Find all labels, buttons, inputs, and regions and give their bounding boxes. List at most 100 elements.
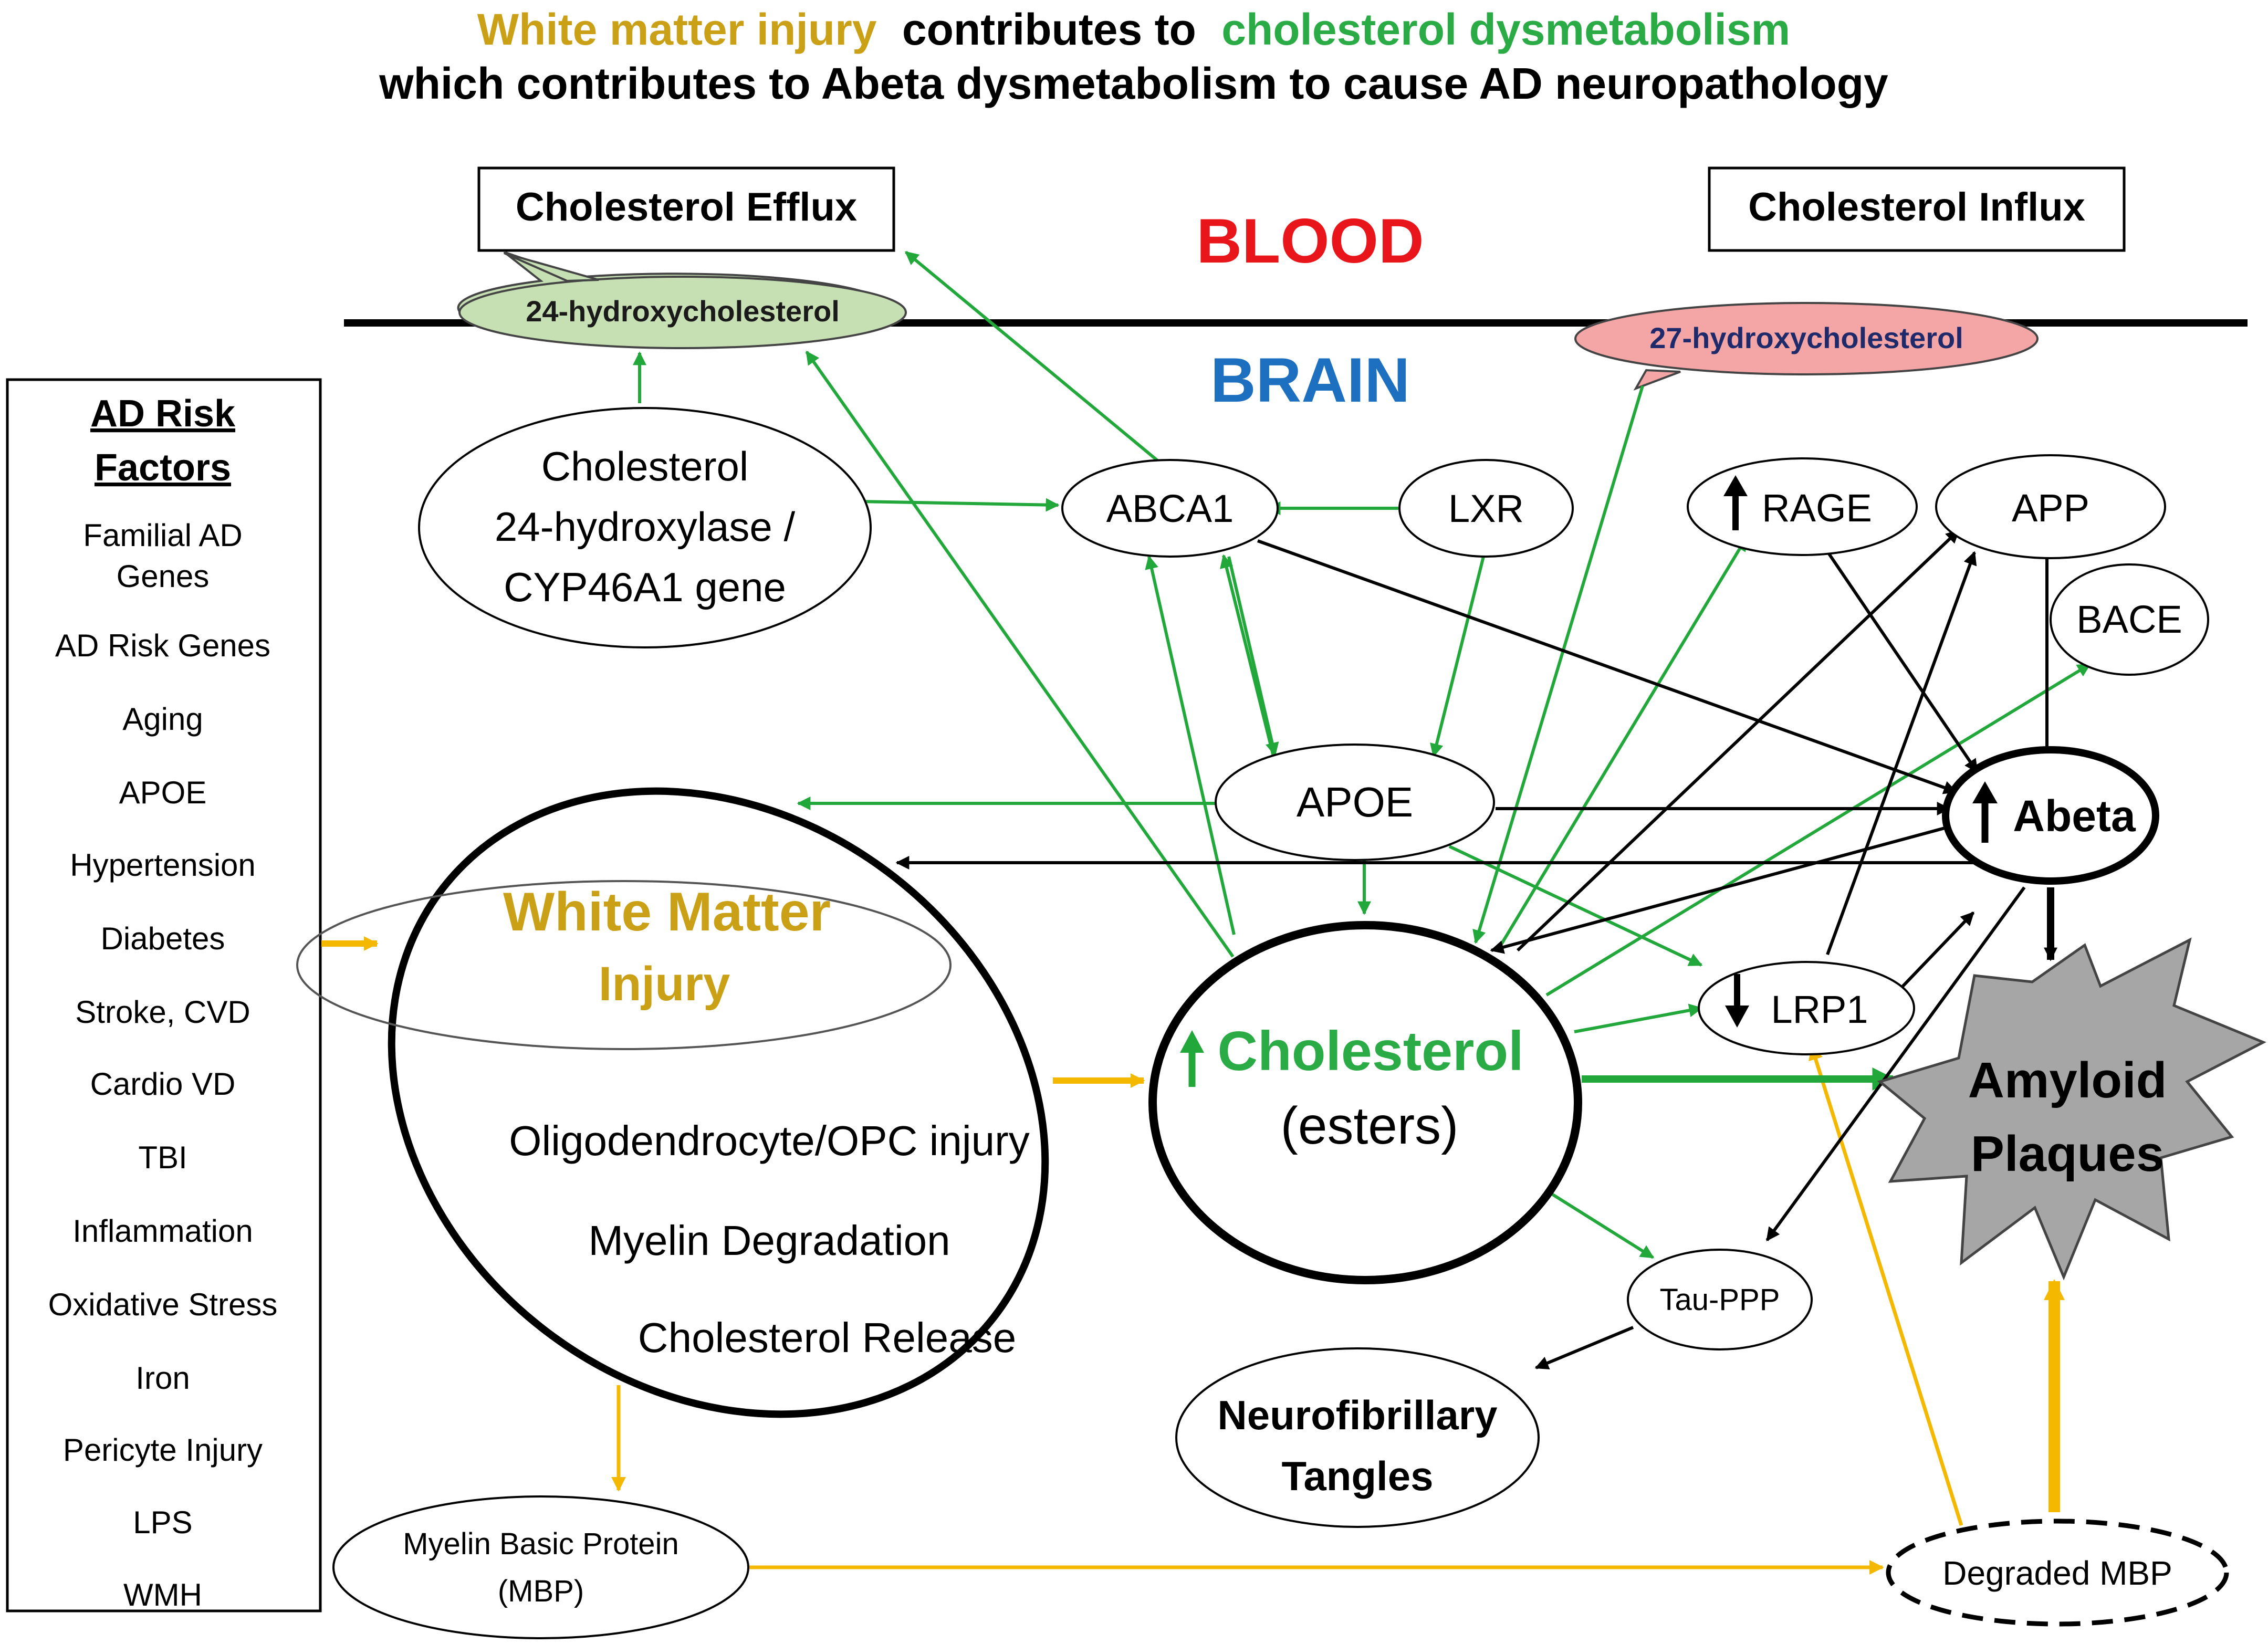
node-cyp46a1-line-1: Cholesterol: [541, 443, 749, 489]
node-app: [1935, 454, 2166, 559]
arrow-abeta-to-cholesterol: [1490, 820, 1969, 954]
node-degraded-mbp-label: Degraded MBP: [1942, 1554, 2172, 1592]
arrow-lxr-to-apoe: [1430, 556, 1485, 758]
node-amyloid-line-1: Amyloid: [1968, 1052, 2167, 1108]
node-rage-label: RAGE: [1762, 486, 1872, 530]
white-matter-subtitle: Injury: [599, 957, 730, 1011]
node-mbp-line-2: (MBP): [498, 1574, 584, 1608]
risk-factor-item: APOE: [119, 775, 207, 810]
risk-factor-item: Cardio VD: [90, 1066, 236, 1102]
node-cyp46a1-line-2: 24-hydroxylase /: [495, 504, 796, 550]
risk-factor-item: Inflammation: [72, 1213, 253, 1249]
hydroxycholesterol-24-callout-body: [458, 276, 907, 349]
node-apoe: [1215, 744, 1495, 861]
node-lxr: [1398, 459, 1574, 558]
risk-factor-item: Familial AD: [83, 518, 242, 553]
down-arrow-icon: [1725, 974, 1749, 1028]
risk-factor-item: TBI: [138, 1140, 187, 1175]
node-cholesterol-label: Cholesterol: [1217, 1020, 1523, 1082]
hydroxycholesterol-24-label: 24-hydroxycholesterol: [526, 295, 840, 328]
hydroxycholesterol-27-callout-body: [1574, 302, 2039, 375]
node-tangles-line-2: Tangles: [1282, 1453, 1434, 1499]
node-amyloid-line-2: Plaques: [1971, 1126, 2164, 1182]
risk-factor-item: Iron: [135, 1360, 190, 1396]
node-lrp1-label: LRP1: [1771, 988, 1868, 1031]
node-abca1: [1061, 459, 1279, 558]
node-abca1-label: ABCA1: [1106, 487, 1234, 530]
hydroxycholesterol-27-callout-tail: [1633, 369, 1681, 391]
risk-factors-heading-line-1: AD Risk: [90, 393, 236, 435]
hydroxycholesterol-24-callout-tail: [504, 252, 599, 282]
arrow-apoe-to-abca1: [1220, 554, 1275, 757]
arrow-cholesterol-to-24oh: [805, 350, 1235, 958]
node-myelin-basic-protein: [332, 1495, 749, 1639]
risk-factors-box: [6, 378, 322, 1612]
node-lxr-label: LXR: [1448, 487, 1524, 530]
node-app-label: APP: [2012, 486, 2089, 530]
node-bace: [2050, 563, 2209, 676]
risk-factor-item: Oxidative Stress: [48, 1287, 278, 1322]
risk-factor-item: Aging: [122, 701, 203, 737]
node-neurofibrillary-tangles: [1175, 1347, 1540, 1528]
arrow-abeta-to-tau: [1765, 886, 2026, 1242]
brain-label: BRAIN: [1210, 345, 1410, 415]
arrow-cholesterol-to-rage: [1498, 537, 1748, 949]
arrow-cholesterol-to-tau: [1535, 1182, 1655, 1259]
risk-factor-item: AD Risk Genes: [55, 628, 270, 663]
risk-factor-item: LPS: [133, 1505, 192, 1540]
node-mbp-line-1: Myelin Basic Protein: [403, 1527, 678, 1561]
risk-factor-item: Pericyte Injury: [63, 1432, 263, 1468]
node-cholesterol: [1148, 921, 1582, 1284]
up-arrow-icon: [1180, 1030, 1204, 1087]
node-tau-ppp-label: Tau-PPP: [1660, 1283, 1780, 1317]
arrow-cholesterol-to-app: [1516, 529, 1960, 952]
arrow-abca1-to-apoe: [1227, 556, 1279, 757]
arrow-cyp46a1-to-abca1: [861, 498, 1060, 512]
green-arrows: [633, 250, 2092, 1259]
risk-factor-item: Hypertension: [70, 847, 256, 883]
up-arrow-icon: [1972, 781, 1998, 843]
arrow-degraded-mbp-to-lrp1: [1809, 1045, 1963, 1526]
arrow-cholesterol-to-lrp1: [1574, 1003, 1703, 1033]
node-abeta-label: Abeta: [2013, 791, 2136, 841]
up-arrow-icon: [1723, 475, 1748, 530]
cholesterol-influx-label: Cholesterol Influx: [1748, 185, 2085, 229]
title-part-contributes: contributes to: [902, 5, 1196, 54]
node-degraded-mbp: [1886, 1519, 2229, 1627]
title-line-2: which contributes to Abeta dysmetabolism…: [379, 59, 1888, 108]
node-apoe-label: APOE: [1297, 779, 1413, 825]
node-lrp1: [1698, 961, 1915, 1055]
title-line-1: White matter injury contributes to chole…: [477, 5, 1790, 54]
node-abeta: [1942, 746, 2159, 885]
white-matter-line-2: Myelin Degradation: [588, 1217, 950, 1264]
arrow-rage-to-abeta: [1814, 533, 1979, 773]
white-matter-title: White Matter: [503, 882, 831, 943]
risk-factor-item: Diabetes: [101, 921, 225, 956]
arrow-apoe-to-lrp1: [1448, 845, 1703, 967]
cholesterol-efflux-box: [477, 166, 895, 252]
cholesterol-influx-box: [1708, 166, 2126, 252]
node-amyloid-plaques: [1877, 937, 2266, 1281]
node-rage: [1687, 457, 1918, 556]
arrow-27oh-to-cholesterol: [1472, 385, 1644, 944]
risk-factor-item: Stroke, CVD: [75, 994, 250, 1030]
cholesterol-efflux-label: Cholesterol Efflux: [516, 185, 857, 229]
arrow-tau-to-tangles: [1534, 1326, 1634, 1370]
white-matter-line-1: Oligodendrocyte/OPC injury: [509, 1117, 1030, 1164]
node-tau-ppp: [1627, 1249, 1813, 1350]
arrow-abca1-to-abeta: [1257, 539, 1958, 794]
arrow-abca1-to-efflux: [904, 250, 1176, 477]
title-part-cholesterol: cholesterol dysmetabolism: [1221, 5, 1790, 54]
node-cyp46a1-line-3: CYP46A1 gene: [504, 564, 786, 610]
hydroxycholesterol-27-label: 27-hydroxycholesterol: [1649, 321, 1963, 354]
node-cholesterol-sublabel: (esters): [1281, 1096, 1459, 1155]
risk-factor-item: WMH: [123, 1577, 202, 1612]
risk-factor-item: Genes: [117, 559, 210, 594]
white-matter-line-3: Cholesterol Release: [638, 1314, 1016, 1361]
arrow-cholesterol-to-abca1: [1145, 555, 1236, 935]
node-cyp46a1: [418, 407, 872, 648]
node-white-matter-inner-ellipse: [296, 880, 952, 1050]
node-tangles-line-1: Neurofibrillary: [1217, 1392, 1497, 1438]
